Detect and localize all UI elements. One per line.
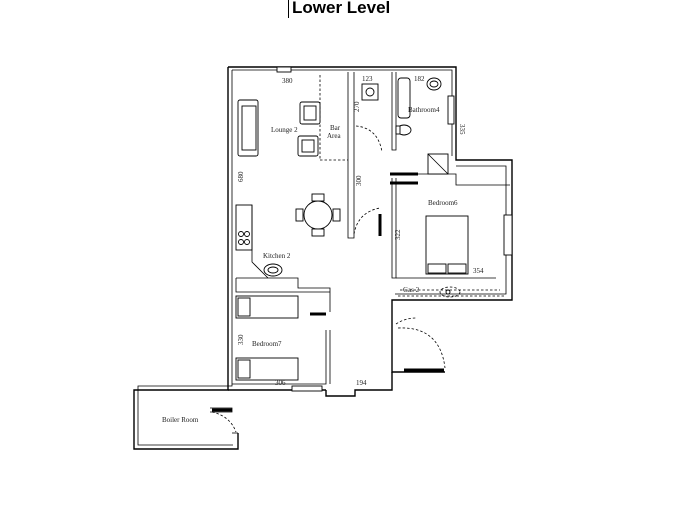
dim-bed7-width: 306 — [275, 379, 286, 387]
bedroom6-label: Bedroom6 — [428, 199, 458, 207]
dim-bed6-height: 322 — [394, 229, 402, 240]
interior-walls — [210, 72, 510, 434]
dim-bar-width: 123 — [362, 75, 373, 83]
bedroom7-beds — [235, 295, 299, 381]
dimension-labels: 380 680 123 270 182 335 300 322 354 330 … — [237, 75, 484, 387]
bedroom7-label: Bedroom7 — [252, 340, 282, 348]
boiler-room-label: Boiler Room — [162, 416, 199, 424]
dim-bed7-height: 330 — [237, 334, 245, 345]
dim-bed6-width: 354 — [473, 267, 484, 275]
dim-bath-width: 182 — [414, 75, 425, 83]
dim-bath-height: 335 — [458, 124, 466, 135]
page-title: Lower Level — [288, 0, 390, 18]
kitchen-label: Kitchen 2 — [263, 252, 291, 260]
lounge-furniture — [237, 99, 321, 157]
dim-bar-depth: 270 — [353, 101, 361, 112]
gas-fixtures — [439, 286, 461, 298]
room-labels: Lounge 2 Bar Area Bathroom4 Bedroom6 Kit… — [162, 106, 458, 424]
dim-corridor: 300 — [355, 175, 363, 186]
gas-label: Gas 2 — [403, 286, 420, 294]
lounge-label: Lounge 2 — [271, 126, 298, 134]
bar-label-1: Bar — [330, 124, 341, 132]
dim-lounge-width: 380 — [282, 77, 293, 85]
dim-hall-width: 194 — [356, 379, 367, 387]
dining-table — [295, 193, 341, 237]
bathroom-fixtures — [361, 77, 449, 175]
bar-label-2: Area — [327, 132, 341, 140]
bedroom6-bed — [425, 215, 469, 275]
kitchen-units — [235, 204, 283, 279]
bathroom-label: Bathroom4 — [408, 106, 440, 114]
wall-openings — [212, 66, 513, 412]
dim-lounge-height: 680 — [237, 171, 245, 182]
